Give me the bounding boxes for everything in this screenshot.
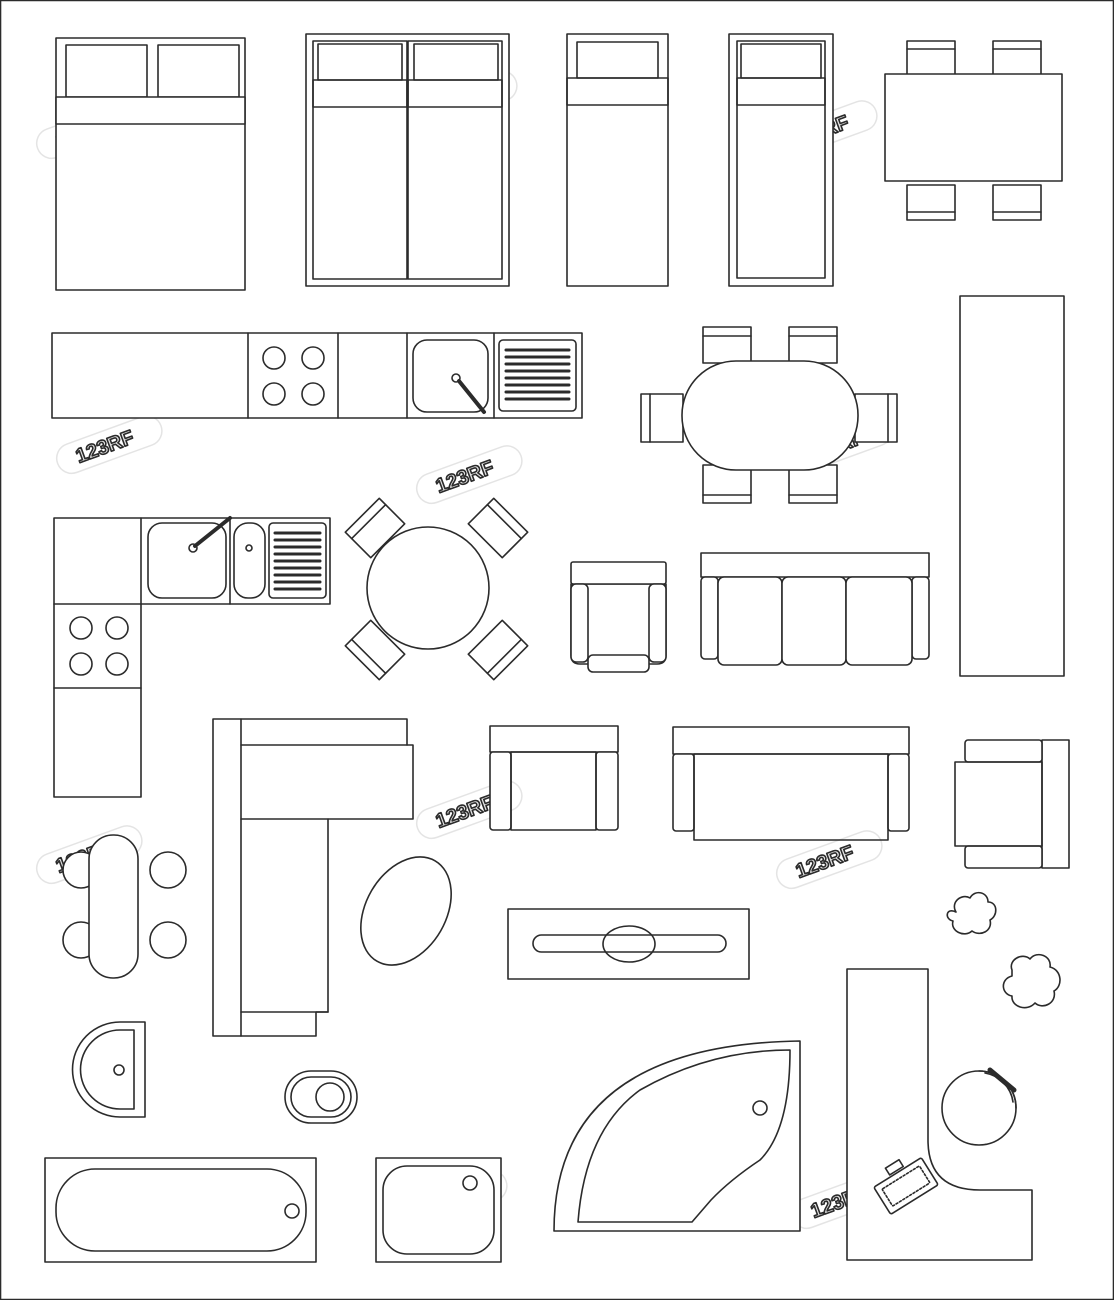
watermark: 123RF xyxy=(412,442,526,508)
armchair xyxy=(490,726,618,830)
twin-beds xyxy=(306,34,509,286)
oval-dining-table-6-chairs xyxy=(641,327,897,503)
house-plant xyxy=(947,893,996,934)
watermark: 123RF xyxy=(772,827,886,893)
bathtub xyxy=(45,1158,316,1262)
wardrobe xyxy=(960,296,1064,676)
kitchen-counter-l-shaped xyxy=(54,518,330,797)
kitchen-counter-straight xyxy=(52,333,582,418)
single-bed-framed xyxy=(729,34,833,286)
tv-cabinet xyxy=(508,909,749,979)
drainer-ribs xyxy=(506,350,569,399)
corner-bathtub xyxy=(554,1041,800,1231)
single-bed xyxy=(567,34,668,286)
house-plant xyxy=(1003,955,1060,1008)
l-shaped-corner-sofa xyxy=(213,719,413,1036)
oval-table-4-stools xyxy=(63,835,186,978)
oval-coffee-table xyxy=(342,841,469,981)
small-bathtub xyxy=(376,1158,501,1262)
toilet xyxy=(285,1071,357,1123)
three-seat-sofa xyxy=(701,553,929,665)
two-seat-sofa xyxy=(673,727,909,840)
keyboard xyxy=(868,1149,938,1214)
half-round-sink xyxy=(73,1022,145,1117)
office-chair xyxy=(942,1070,1016,1145)
drainer-ribs xyxy=(275,533,320,589)
watermark: 123RF xyxy=(52,412,166,478)
round-table-4-chairs xyxy=(345,498,527,679)
double-bed xyxy=(56,38,245,290)
armchair xyxy=(955,740,1069,868)
armchair xyxy=(571,562,666,672)
dining-table-4-chairs xyxy=(885,41,1062,220)
